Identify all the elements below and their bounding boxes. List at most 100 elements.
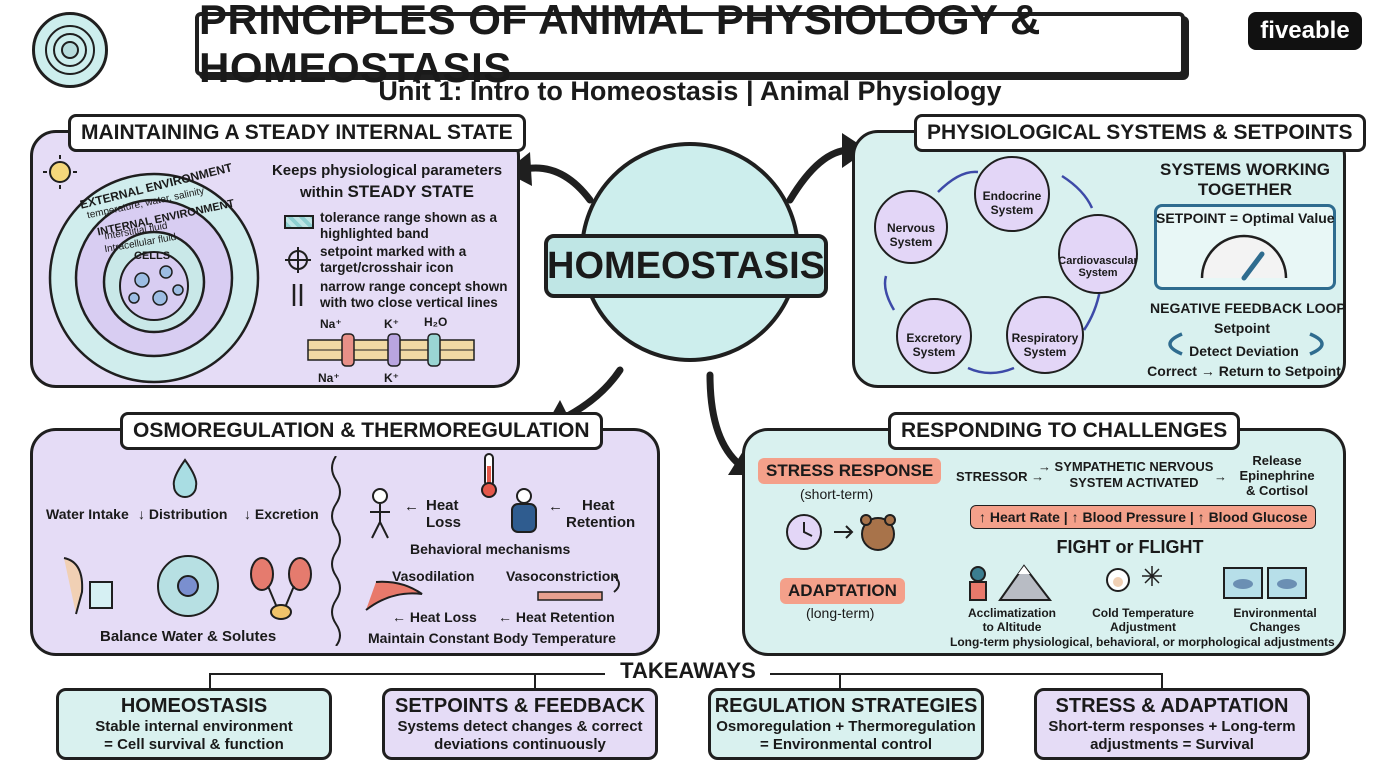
cardiovascular-system-label: Cardiovascular System: [1058, 254, 1138, 280]
fish-water-icon: [1223, 567, 1307, 599]
k-top-label: K⁺: [384, 317, 399, 331]
takeaway-title: SETPOINTS & FEEDBACK: [394, 695, 646, 718]
loop-arrow-left: [1168, 332, 1183, 356]
excretion-label: ↓ Excretion: [244, 506, 319, 522]
env-changes-line2: Changes: [1249, 620, 1301, 634]
vasoconstriction-label: Vasoconstriction: [506, 568, 619, 584]
steady-state-strong: STEADY STATE: [347, 182, 475, 201]
drinking-person-icon: [63, 557, 113, 615]
vaso-heat-loss: ← Heat Loss: [392, 609, 477, 625]
adaptation-sub: (long-term): [806, 605, 875, 621]
keeps-line-2: within STEADY STATE: [262, 182, 512, 202]
takeaway-title: STRESS & ADAPTATION: [1055, 695, 1289, 718]
heat-ret-line2: Retention: [566, 514, 636, 531]
title-banner: PRINCIPLES OF ANIMAL PHYSIOLOGY & HOMEOS…: [195, 0, 1185, 91]
h2o-label: H₂O: [424, 315, 448, 329]
acclimatization-line2: to Altitude: [982, 620, 1042, 634]
brand-logo: fiveable: [1248, 12, 1362, 50]
env-changes-line1: Environmental: [1233, 606, 1317, 620]
sympathetic-line2: SYSTEM ACTIVATED: [1069, 475, 1199, 490]
excretory-system-label: Excretory System: [906, 331, 962, 360]
blood-vessel-icons: [365, 575, 620, 611]
cycle-arrow-3: [1082, 289, 1102, 331]
excretory-system-node: Excretory System: [896, 298, 972, 374]
balance-label: Balance Water & Solutes: [100, 628, 277, 645]
crosshair-icon: [285, 247, 311, 273]
heat-ret-arrow: ←: [548, 498, 563, 515]
keeps-line-1: Keeps physiological parameters: [271, 162, 503, 179]
page-subtitle: Unit 1: Intro to Homeostasis | Animal Ph…: [378, 76, 1002, 106]
heat-ret-line1: Heat: [582, 497, 615, 514]
cells-label: CELLS: [134, 250, 171, 262]
stress-arrow-icon: [834, 525, 854, 539]
fight-or-flight-label: FIGHT or FLIGHT: [1056, 537, 1204, 557]
takeaway-title: REGULATION STRATEGIES: [714, 695, 978, 718]
mountain-climber-icon: [969, 564, 1053, 601]
loop-setpoint: Setpoint: [1214, 320, 1270, 336]
vaso-heat-retention: ← Heat Retention: [498, 609, 615, 625]
water-drop-icon: [172, 458, 198, 498]
adaptation-pill: ADAPTATION: [780, 578, 905, 604]
adaptation-icons: [969, 564, 1307, 601]
arrow-left-symp: →: [1038, 459, 1051, 474]
setpoint-label: SETPOINT = Optimal Value: [1156, 210, 1335, 226]
arrow-to-release: →: [1214, 469, 1227, 484]
takeaway-line1: Osmoregulation + Thermoregulation: [716, 718, 976, 736]
takeaway-line2: deviations continuously: [434, 735, 606, 753]
takeaways-label: TAKEAWAYS: [606, 658, 770, 684]
loop-title: NEGATIVE FEEDBACK LOOP: [1150, 300, 1346, 316]
long-term-label: Long-term physiological, behavioral, or …: [950, 635, 1335, 649]
vasodilation-label: Vasodilation: [392, 568, 475, 584]
behavioral-label: Behavioral mechanisms: [410, 541, 571, 557]
release-line3: & Cortisol: [1245, 483, 1309, 498]
distribution-label: ↓ Distribution: [138, 506, 228, 522]
cardiovascular-system-node: Cardiovascular System: [1058, 214, 1138, 294]
stressor-label: STRESSOR →: [956, 469, 1045, 484]
challenges-title: RESPONDING TO CHALLENGES: [888, 412, 1241, 450]
osmo-panel: [30, 428, 660, 656]
constricted-vessel-icon: [537, 591, 603, 601]
legend-band-line1: tolerance range shown as a: [320, 210, 498, 225]
working-line-2: TOGETHER: [1197, 180, 1293, 199]
nervous-system-label: Nervous System: [886, 221, 936, 250]
environment-rings-diagram: [43, 155, 260, 384]
loop-arrow-right: [1309, 332, 1324, 356]
legend-lines-line2: with two close vertical lines: [320, 295, 498, 310]
osmo-icons: [63, 555, 312, 620]
snowflake-icon: [1142, 566, 1162, 586]
respiratory-system-label: Respiratory System: [1011, 331, 1079, 360]
dilated-vessel-icon: [365, 580, 423, 611]
stress-icons: [786, 514, 896, 551]
working-line-1: SYSTEMS WORKING: [1159, 160, 1330, 179]
arrow-to-challenges: [706, 371, 744, 469]
alarm-clock-icon: [786, 514, 822, 550]
sympathetic-line1: SYMPATHETIC NERVOUS: [1054, 459, 1214, 474]
arrow-to-systems: [786, 146, 854, 204]
heat-loss-line1: Heat: [426, 497, 459, 514]
stress-sub: (short-term): [800, 486, 874, 502]
takeaway-line1: Stable internal environment: [95, 718, 293, 736]
takeaway-title: HOMEOSTASIS: [120, 695, 268, 718]
takeaway-line1: Systems detect changes & correct: [397, 718, 643, 736]
systems-title: PHYSIOLOGICAL SYSTEMS & SETPOINTS: [914, 114, 1366, 152]
k-bottom-label: K⁺: [384, 371, 399, 385]
na-bottom-label: Na⁺: [318, 371, 340, 385]
cycle-arrow-2: [1061, 174, 1094, 209]
bear-icon: [860, 514, 896, 551]
kidney-icon: [250, 557, 312, 620]
keeps-prefix: within: [299, 184, 348, 201]
sun-icon: [43, 155, 77, 189]
takeaway-card-setpoints: SETPOINTS & FEEDBACK Systems detect chan…: [382, 688, 658, 760]
takeaway-line2: adjustments = Survival: [1090, 735, 1254, 753]
na-top-label: Na⁺: [320, 317, 342, 331]
narrow-range-lines-icon: [292, 284, 303, 306]
takeaway-card-stress: STRESS & ADAPTATION Short-term responses…: [1034, 688, 1310, 760]
maintain-label: Maintain Constant Body Temperature: [368, 630, 616, 646]
tolerance-band-icon: [284, 215, 314, 229]
legend-lines-line1: narrow range concept shown: [320, 279, 508, 294]
acclimatization-line1: Acclimatization: [967, 606, 1057, 620]
osmo-title: OSMOREGULATION & THERMOREGULATION: [120, 412, 603, 450]
logo-icon: [32, 12, 108, 88]
gauge-icon: [1200, 234, 1288, 281]
cold-adjust-line2: Adjustment: [1110, 620, 1176, 634]
